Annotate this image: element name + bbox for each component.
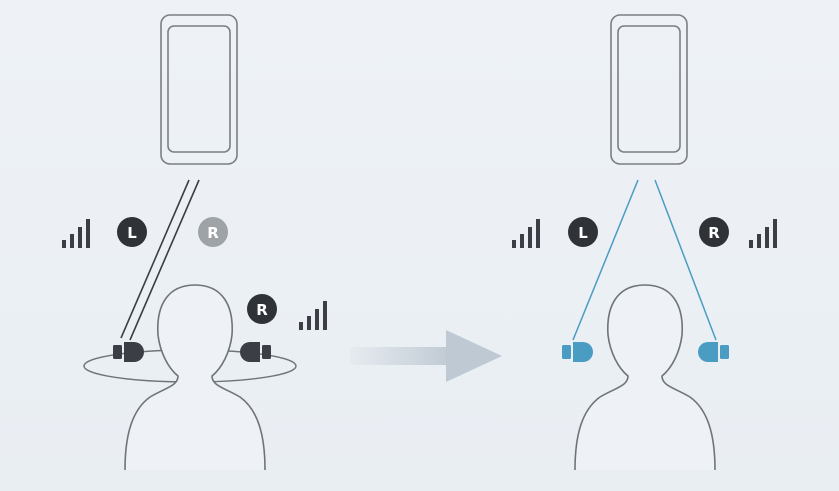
direct-connection-lines [572,179,717,341]
smartphone-icon [160,14,238,165]
smartphone-icon [610,14,688,165]
right-arrow-icon [350,330,502,382]
right-channel-badge-inactive: R [198,217,228,247]
left-channel-badge: L [568,217,598,247]
right-channel-badge: R [247,294,277,324]
before-panel: L R R [62,14,327,471]
right-earbud-icon [240,342,271,362]
left-earbud-icon [562,342,593,362]
left-channel-badge: L [117,217,147,247]
svg-text:L: L [127,224,137,242]
person-head-icon [124,284,266,471]
relay-connection-lines [120,179,200,341]
after-panel: L R [512,14,777,471]
signal-strength-icon [749,219,777,248]
right-channel-badge: R [699,217,729,247]
left-earbud-icon [113,342,144,362]
svg-text:R: R [708,224,720,242]
right-earbud-icon [698,342,729,362]
svg-text:L: L [578,224,588,242]
signal-strength-icon [299,301,327,330]
svg-text:R: R [256,301,268,319]
svg-text:R: R [207,224,219,242]
person-head-icon [574,284,716,471]
signal-strength-icon [512,219,540,248]
signal-strength-icon [62,219,90,248]
